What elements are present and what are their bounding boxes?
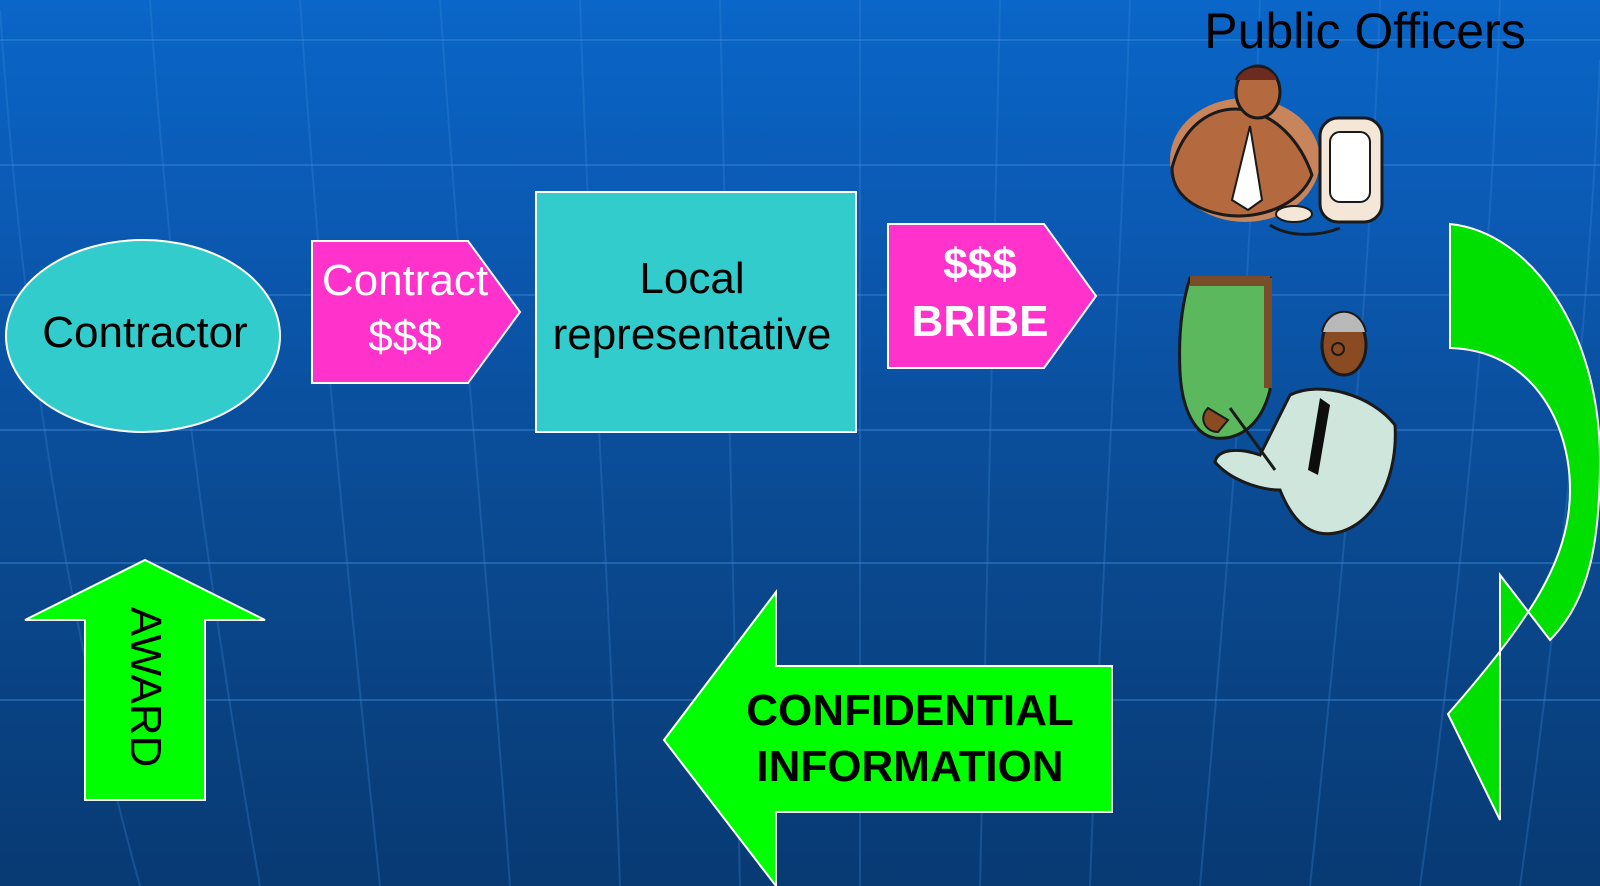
contract-arrow [311, 240, 522, 384]
contractor-ellipse [5, 239, 281, 433]
local-representative-box [535, 191, 857, 433]
representative-label: representative [552, 310, 832, 359]
public-officers-title: Public Officers [1204, 3, 1526, 59]
officer-presenting-icon [1178, 276, 1397, 536]
local-label: Local [639, 254, 745, 303]
information-label: INFORMATION [756, 742, 1064, 791]
bribe-amount-label: $$$ [943, 240, 1017, 289]
confidential-label: CONFIDENTIAL [746, 686, 1074, 735]
bribe-arrow [887, 223, 1098, 369]
award-label: AWARD [121, 606, 170, 768]
contract-amount-label: $$$ [368, 312, 442, 361]
officer-at-computer-icon [1170, 64, 1384, 236]
contract-label: Contract [321, 256, 489, 305]
confidential-information-arrow [662, 589, 1113, 886]
curved-return-arrow [1446, 222, 1600, 821]
bribe-label: BRIBE [911, 297, 1049, 346]
award-arrow [24, 558, 266, 801]
contractor-label: Contractor [42, 308, 248, 357]
